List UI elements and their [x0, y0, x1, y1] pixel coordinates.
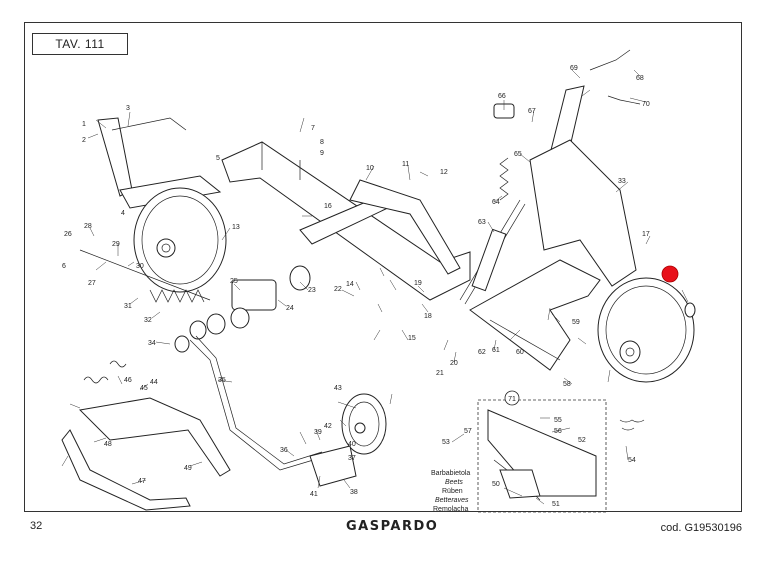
callout-56[interactable]: 56	[554, 428, 562, 435]
callout-23[interactable]: 23	[308, 287, 316, 294]
right-large-wheel	[597, 277, 696, 383]
callout-48[interactable]: 48	[104, 441, 112, 448]
callout-35[interactable]: 35	[218, 377, 226, 384]
callout-16[interactable]: 16	[324, 203, 332, 210]
callout-28[interactable]: 28	[84, 223, 92, 230]
lang-fr: Betteraves	[435, 497, 469, 504]
callout-37[interactable]: 37	[348, 455, 356, 462]
callout-7[interactable]: 7	[311, 125, 315, 132]
callout-36[interactable]: 36	[280, 447, 288, 454]
callout-19[interactable]: 19	[414, 280, 422, 287]
lang-en: Beets	[445, 479, 463, 486]
callout-10[interactable]: 10	[366, 165, 374, 172]
callout-27[interactable]: 27	[88, 280, 96, 287]
callout-38[interactable]: 38	[350, 489, 358, 496]
callout-57[interactable]: 57	[464, 428, 472, 435]
callout-66[interactable]: 66	[498, 93, 506, 100]
callout-12[interactable]: 12	[440, 169, 448, 176]
callout-47[interactable]: 47	[138, 478, 146, 485]
left-press-wheel-assembly	[97, 117, 227, 293]
callout-67[interactable]: 67	[528, 108, 536, 115]
callout-68[interactable]: 68	[636, 75, 644, 82]
highlight-marker[interactable]	[661, 265, 679, 283]
callout-32[interactable]: 32	[144, 317, 152, 324]
leader-lines	[61, 69, 689, 505]
axle-spring-assembly	[79, 249, 311, 353]
callout-42[interactable]: 42	[324, 423, 332, 430]
callout-6[interactable]: 6	[62, 263, 66, 270]
callout-70[interactable]: 70	[642, 101, 650, 108]
callout-55[interactable]: 55	[554, 417, 562, 424]
callout-18[interactable]: 18	[424, 313, 432, 320]
callout-33[interactable]: 33	[618, 178, 626, 185]
table-label: TAV. 111	[32, 33, 128, 55]
group-number: 71	[508, 396, 516, 403]
callout-5[interactable]: 5	[216, 155, 220, 162]
callout-labels: 1 2 3 4 5 6 7 8 9 10 11 12 13 16 17 19 2…	[62, 65, 650, 508]
callout-2[interactable]: 2	[82, 137, 86, 144]
callout-46[interactable]: 46	[124, 377, 132, 384]
callout-29[interactable]: 29	[112, 241, 120, 248]
beet-kit-group: 71 Barbabietola Beets Rüben Betteraves R…	[431, 390, 607, 513]
callout-69[interactable]: 69	[570, 65, 578, 72]
brand-logo-text: GASPARDO	[346, 519, 439, 534]
callout-64[interactable]: 64	[492, 199, 500, 206]
callout-1[interactable]: 1	[82, 121, 86, 128]
callout-20[interactable]: 20	[450, 360, 458, 367]
callout-59[interactable]: 59	[572, 319, 580, 326]
callout-63[interactable]: 63	[478, 219, 486, 226]
callout-22[interactable]: 22	[334, 286, 342, 293]
callout-54[interactable]: 54	[628, 457, 636, 464]
callout-51[interactable]: 51	[552, 501, 560, 508]
callout-62[interactable]: 62	[478, 349, 486, 356]
small-wheel	[309, 393, 387, 487]
callout-44[interactable]: 44	[150, 379, 158, 386]
callout-24[interactable]: 24	[286, 305, 294, 312]
right-arm-bracket	[459, 49, 641, 371]
callout-8[interactable]: 8	[320, 139, 324, 146]
callout-9[interactable]: 9	[320, 150, 324, 157]
lang-es: Remolacha	[433, 506, 469, 513]
callout-26[interactable]: 26	[64, 231, 72, 238]
callout-11[interactable]: 11	[402, 161, 409, 168]
spring-54	[619, 419, 645, 431]
callout-45[interactable]: 45	[140, 385, 148, 392]
callout-53[interactable]: 53	[442, 439, 450, 446]
lang-it: Barbabietola	[431, 470, 470, 477]
callout-49[interactable]: 49	[184, 465, 192, 472]
callout-13[interactable]: 13	[232, 224, 240, 231]
callout-65[interactable]: 65	[514, 151, 522, 158]
callout-39[interactable]: 39	[314, 429, 322, 436]
callout-34[interactable]: 34	[148, 340, 156, 347]
callout-30[interactable]: 30	[136, 263, 144, 270]
callout-58[interactable]: 58	[563, 381, 571, 388]
callout-31[interactable]: 31	[124, 303, 132, 310]
callout-50[interactable]: 50	[492, 481, 500, 488]
callout-52[interactable]: 52	[578, 437, 586, 444]
drawing-frame	[24, 22, 742, 512]
callout-40[interactable]: 40	[348, 441, 356, 448]
callout-25[interactable]: 25	[230, 278, 238, 285]
callout-60[interactable]: 60	[516, 349, 524, 356]
callout-61[interactable]: 61	[492, 347, 500, 354]
callout-21[interactable]: 21	[436, 370, 444, 377]
callout-17[interactable]: 17	[642, 231, 650, 238]
callout-14[interactable]: 14	[346, 281, 354, 288]
callout-3[interactable]: 3	[126, 105, 130, 112]
rod-link-assembly	[61, 335, 323, 511]
page-number: 32	[30, 520, 43, 532]
main-frame-bar	[221, 141, 471, 301]
callout-4[interactable]: 4	[121, 210, 125, 217]
callout-41[interactable]: 41	[310, 491, 318, 498]
callout-43[interactable]: 43	[334, 385, 342, 392]
lang-de: Rüben	[442, 488, 463, 495]
callout-15[interactable]: 15	[408, 335, 416, 342]
catalog-code: cod. G19530196	[660, 522, 742, 534]
